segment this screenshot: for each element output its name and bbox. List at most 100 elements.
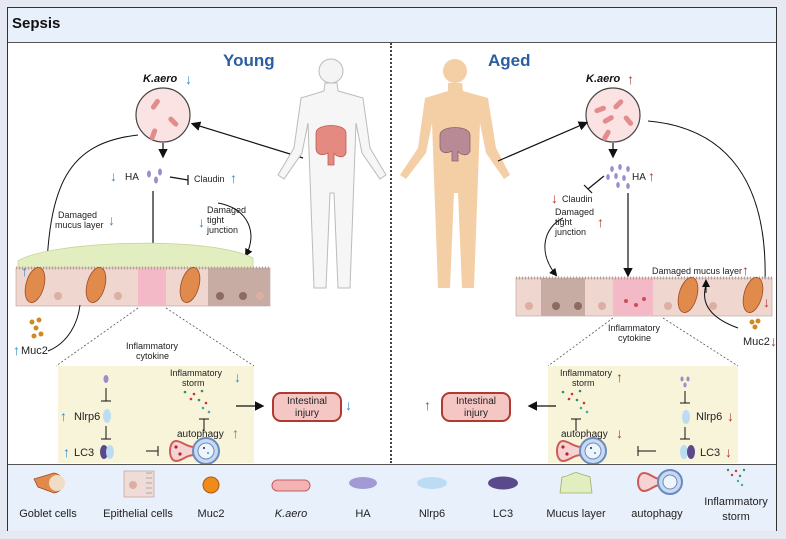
- young-injury-label-1: Intestinal: [286, 396, 328, 407]
- aged-injury-trend-icon: ↑: [424, 397, 431, 413]
- aged-lc3-trend-icon: ↓: [725, 444, 732, 460]
- aged-autophagy-label: autophagy: [561, 429, 608, 440]
- young-damaged-mucus-label-2: mucus layer: [55, 220, 104, 230]
- aged-claudin-label: Claudin: [562, 194, 593, 204]
- aged-mucus-trend-icon: ↑: [742, 262, 749, 278]
- muc2-icon: [202, 476, 220, 494]
- young-muc2-label: Muc2: [21, 345, 48, 357]
- young-lc3-label: LC3: [74, 447, 95, 459]
- legend-item-autophagy: autophagy: [622, 465, 692, 531]
- nlrp6-icon: [417, 477, 447, 489]
- legend-label-epithelial-cells: Epithelial cells: [103, 508, 173, 520]
- aged-storm-icon: [561, 389, 589, 414]
- aged-storm-trend-icon: ↑: [616, 369, 623, 385]
- young-nlrp6-label: Nlrp6: [74, 411, 101, 423]
- legend-item-mucus-layer: Mucus layer: [534, 465, 618, 531]
- aged-epithelium: [515, 276, 773, 317]
- legend-item-kaero: K.aero: [256, 465, 326, 531]
- aged-cytokine-label-2: cytokine: [618, 333, 652, 343]
- young-nlrp6-icon: [103, 409, 111, 423]
- young-pathway-lines: [15, 87, 304, 367]
- lc3-icon: [488, 476, 518, 490]
- aged-claudin-trend-icon: ↓: [551, 190, 558, 206]
- ha-icon: [349, 477, 377, 489]
- legend-label-autophagy: autophagy: [631, 508, 683, 520]
- aged-lc3-icon: [680, 445, 688, 459]
- autophagy-icon: [637, 469, 683, 495]
- aged-tight-label-3: junction: [555, 227, 587, 237]
- young-damaged-mucus-label-1: Damaged: [58, 210, 98, 220]
- legend-item-muc2: Muc2: [186, 465, 236, 531]
- aged-injury-label-1: Intestinal: [455, 396, 497, 407]
- legend-item-nlrp6: Nlrp6: [402, 465, 462, 531]
- young-kaero-trend-icon: ↓: [185, 71, 192, 87]
- young-injury-label-2: injury: [295, 408, 319, 419]
- aged-cytokine-label-1: Inflammatory: [608, 323, 661, 333]
- aged-storm-label-2: storm: [572, 378, 595, 388]
- young-ha-label: HA: [125, 172, 139, 183]
- aged-injury-label-2: injury: [464, 408, 488, 419]
- aged-nlrp6-icon: [682, 410, 690, 424]
- young-kaero-circle-icon: [135, 87, 191, 143]
- aged-muc2-label: Muc2: [743, 336, 770, 348]
- main-panel: Young K.aero ↓: [8, 43, 777, 465]
- k-aero-icon: [271, 479, 311, 492]
- legend-label-mucus-layer: Mucus layer: [546, 508, 606, 520]
- aged-lc3-label: LC3: [700, 447, 721, 459]
- young-claudin-trend-icon: ↑: [230, 170, 237, 186]
- legend-label-lc3: LC3: [492, 508, 514, 520]
- goblet-cell-icon: [33, 472, 65, 494]
- aged-inset-graphics: [527, 376, 695, 465]
- epithelial-cell-icon: [123, 470, 155, 498]
- young-goblet-trend-icon: ↑: [21, 263, 28, 279]
- young-ha-trend-icon: ↓: [110, 168, 117, 184]
- aged-tight-label-2: tight: [555, 217, 573, 227]
- title-bar: Sepsis: [8, 8, 776, 43]
- legend-label-storm-2: storm: [722, 511, 750, 523]
- young-inset: [58, 366, 254, 463]
- young-epithelium: [15, 266, 271, 307]
- aged-muc2-trend-icon: ↓: [770, 333, 777, 349]
- legend-label-ha: HA: [355, 508, 371, 520]
- young-muc2-trend-icon: ↑: [13, 342, 20, 358]
- young-kaero-label: K.aero: [143, 73, 178, 85]
- aged-goblet-trend-icon: ↓: [763, 294, 770, 310]
- legend-item-epithelial-cells: Epithelial cells: [88, 465, 188, 531]
- aged-ha-label: HA: [632, 172, 646, 183]
- legend-item-goblet-cells: Goblet cells: [8, 465, 88, 531]
- aged-kaero-label: K.aero: [586, 73, 621, 85]
- young-cytokine-label-2: cytokine: [136, 351, 170, 361]
- young-tight-label-2: tight: [207, 215, 225, 225]
- inflammatory-storm-icon: [726, 468, 746, 487]
- legend-label-nlrp6: Nlrp6: [418, 508, 446, 520]
- young-autophagy-label: autophagy: [177, 429, 224, 440]
- legend-label-storm-1: Inflammatory: [704, 496, 768, 508]
- young-lc3-icon: [100, 445, 108, 459]
- young-tight-trend-icon: ↓: [198, 214, 205, 230]
- aged-nlrp6-trend-icon: ↓: [727, 408, 734, 424]
- young-header: Young: [223, 51, 275, 70]
- legend-label-kaero: K.aero: [274, 508, 308, 520]
- aged-pathway-lines: [497, 87, 773, 367]
- mucus-layer-icon: [559, 472, 593, 494]
- aged-human-icon: [400, 59, 510, 288]
- young-cytokine-label-1: Inflammatory: [126, 341, 179, 351]
- legend-item-inflammatory-storm: Inflammatory storm: [696, 465, 776, 531]
- aged-kaero-circle-icon: [585, 87, 641, 143]
- legend: Goblet cells Epithelial cells Muc2 K.aer…: [8, 464, 776, 531]
- legend-item-lc3: LC3: [478, 465, 528, 531]
- aged-kaero-trend-icon: ↑: [627, 71, 634, 87]
- aged-autophagy-trend-icon: ↓: [616, 425, 623, 441]
- young-storm-trend-icon: ↓: [234, 369, 241, 385]
- aged-intestinal-injury-box: Intestinal injury: [441, 392, 511, 422]
- aged-damaged-mucus-label: Damaged mucus layer: [652, 266, 743, 276]
- young-human-icon: [277, 58, 387, 289]
- young-tight-label-3: junction: [207, 225, 239, 235]
- young-injury-trend-icon: ↓: [345, 397, 352, 413]
- legend-label-goblet-cells: Goblet cells: [19, 508, 77, 520]
- legend-label-muc2: Muc2: [197, 508, 225, 520]
- figure-title: Sepsis: [12, 15, 61, 32]
- young-nlrp6-trend-icon: ↑: [60, 408, 67, 424]
- aged-tight-label-1: Damaged: [555, 207, 595, 217]
- aged-header: Aged: [488, 51, 531, 70]
